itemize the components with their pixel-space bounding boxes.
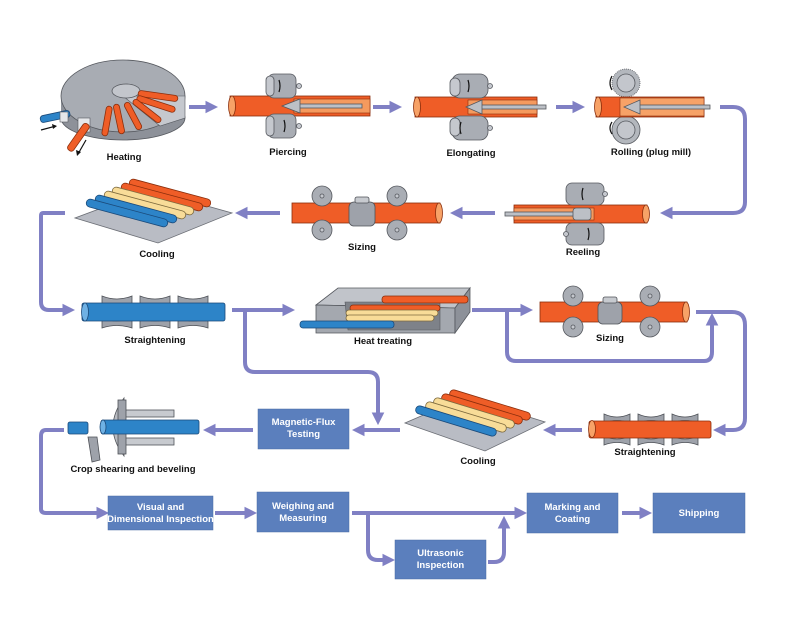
arrow-rolling-to-reeling [659, 105, 747, 220]
label-crop-shearing: Crop shearing and beveling [70, 464, 195, 475]
flow-arrows [39, 100, 747, 567]
box-text-line: Magnetic-Flux [272, 417, 337, 428]
label-reeling: Reeling [566, 247, 601, 258]
arrow-sizing-to-straightening [696, 310, 747, 437]
heating-furnace-illustration [39, 59, 186, 156]
arrow-straightening-bypass [243, 310, 385, 426]
arrow-crop-to-visual [39, 428, 110, 520]
box-shipping: Shipping [652, 492, 746, 534]
box-text-line: Testing [287, 429, 320, 440]
arrow-weighing-to-ultrasonic [366, 513, 396, 567]
piercing-illustration [228, 73, 371, 139]
crop-shearing-illustration [67, 396, 200, 463]
straightening-illustration-1 [81, 295, 226, 329]
sizing-illustration-2 [539, 285, 690, 338]
box-ultrasonic-inspection: Ultrasonic Inspection [394, 539, 487, 580]
box-text-line: Weighing and [272, 501, 334, 512]
cooling-illustration-1 [73, 178, 234, 244]
box-text-line: Measuring [279, 513, 327, 524]
label-piercing: Piercing [269, 147, 307, 158]
box-text-line: Visual and [137, 502, 185, 513]
cooling-illustration-2 [403, 389, 547, 452]
label-sizing-2: Sizing [596, 333, 624, 344]
heat-treating-illustration [299, 286, 471, 335]
sizing-illustration-1 [291, 185, 443, 241]
box-magnetic-flux-testing: Magnetic-Flux Testing [257, 408, 350, 450]
rolling-illustration [594, 68, 711, 145]
label-sizing-1: Sizing [348, 242, 376, 253]
box-visual-dimensional-inspection: Visual and Dimensional Inspection [107, 495, 214, 531]
reeling-illustration [504, 182, 650, 246]
label-elongating: Elongating [446, 148, 495, 159]
box-text-line: Coating [555, 514, 591, 525]
label-heating: Heating [107, 152, 142, 163]
box-marking-coating: Marking and Coating [526, 492, 619, 534]
box-text-line: Ultrasonic [417, 548, 463, 559]
box-weighing-measuring: Weighing and Measuring [256, 491, 350, 533]
label-straightening-2: Straightening [614, 447, 675, 458]
label-cooling-2: Cooling [460, 456, 496, 467]
box-text-line: Inspection [417, 560, 465, 571]
box-text-line: Shipping [679, 508, 720, 519]
arrow-ultrasonic-to-marking [488, 515, 511, 564]
arrow-sizing-bypass [505, 310, 719, 363]
label-cooling-1: Cooling [139, 249, 175, 260]
box-text-line: Marking and [545, 502, 601, 513]
elongating-illustration [413, 73, 547, 141]
label-rolling: Rolling (plug mill) [611, 147, 691, 158]
straightening-illustration-2 [588, 413, 712, 446]
label-straightening-1: Straightening [124, 335, 185, 346]
box-text-line: Dimensional Inspection [107, 514, 214, 525]
label-heat-treating: Heat treating [354, 336, 412, 347]
arrow-cooling-to-straightening [39, 211, 76, 317]
